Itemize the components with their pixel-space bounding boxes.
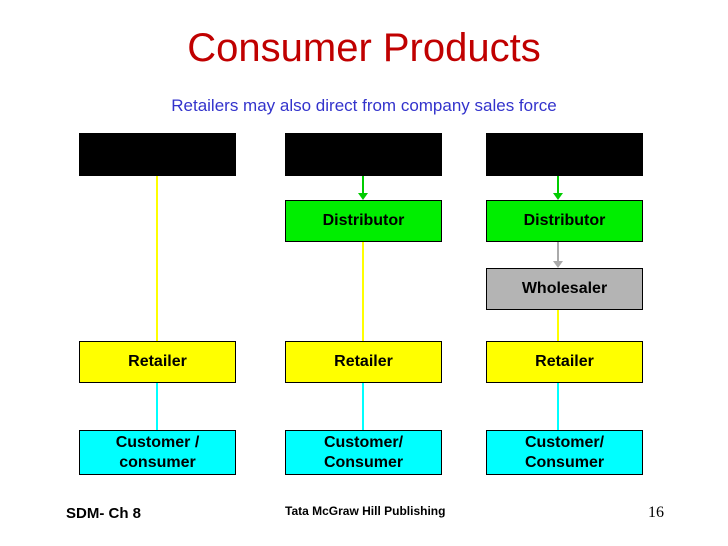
manufacturer-box-1 bbox=[79, 133, 236, 176]
connector-line bbox=[362, 383, 364, 430]
arrow-head bbox=[553, 193, 563, 200]
arrow-line bbox=[362, 176, 364, 193]
connector-line bbox=[156, 176, 158, 341]
connector-line bbox=[156, 383, 158, 430]
connector-line bbox=[362, 242, 364, 341]
wholesaler-box-3: Wholesaler bbox=[486, 268, 643, 310]
arrow-line bbox=[557, 242, 559, 261]
customer-box-3: Customer/ Consumer bbox=[486, 430, 643, 475]
customer-box-1: Customer / consumer bbox=[79, 430, 236, 475]
manufacturer-box-2 bbox=[285, 133, 442, 176]
slide-subtitle: Retailers may also direct from company s… bbox=[171, 96, 557, 115]
retailer-box-2: Retailer bbox=[285, 341, 442, 383]
connector-line bbox=[557, 383, 559, 430]
arrow-line bbox=[557, 176, 559, 193]
footer-publisher: Tata McGraw Hill Publishing bbox=[285, 504, 446, 518]
distributor-box-3: Distributor bbox=[486, 200, 643, 242]
page-number: 16 bbox=[648, 504, 664, 521]
customer-box-2: Customer/ Consumer bbox=[285, 430, 442, 475]
connector-line bbox=[557, 310, 559, 341]
retailer-box-1: Retailer bbox=[79, 341, 236, 383]
slide-title: Consumer Products bbox=[187, 26, 541, 70]
distributor-box-2: Distributor bbox=[285, 200, 442, 242]
retailer-box-3: Retailer bbox=[486, 341, 643, 383]
arrow-head bbox=[358, 193, 368, 200]
manufacturer-box-3 bbox=[486, 133, 643, 176]
arrow-head bbox=[553, 261, 563, 268]
footer-chapter: SDM- Ch 8 bbox=[66, 505, 141, 522]
